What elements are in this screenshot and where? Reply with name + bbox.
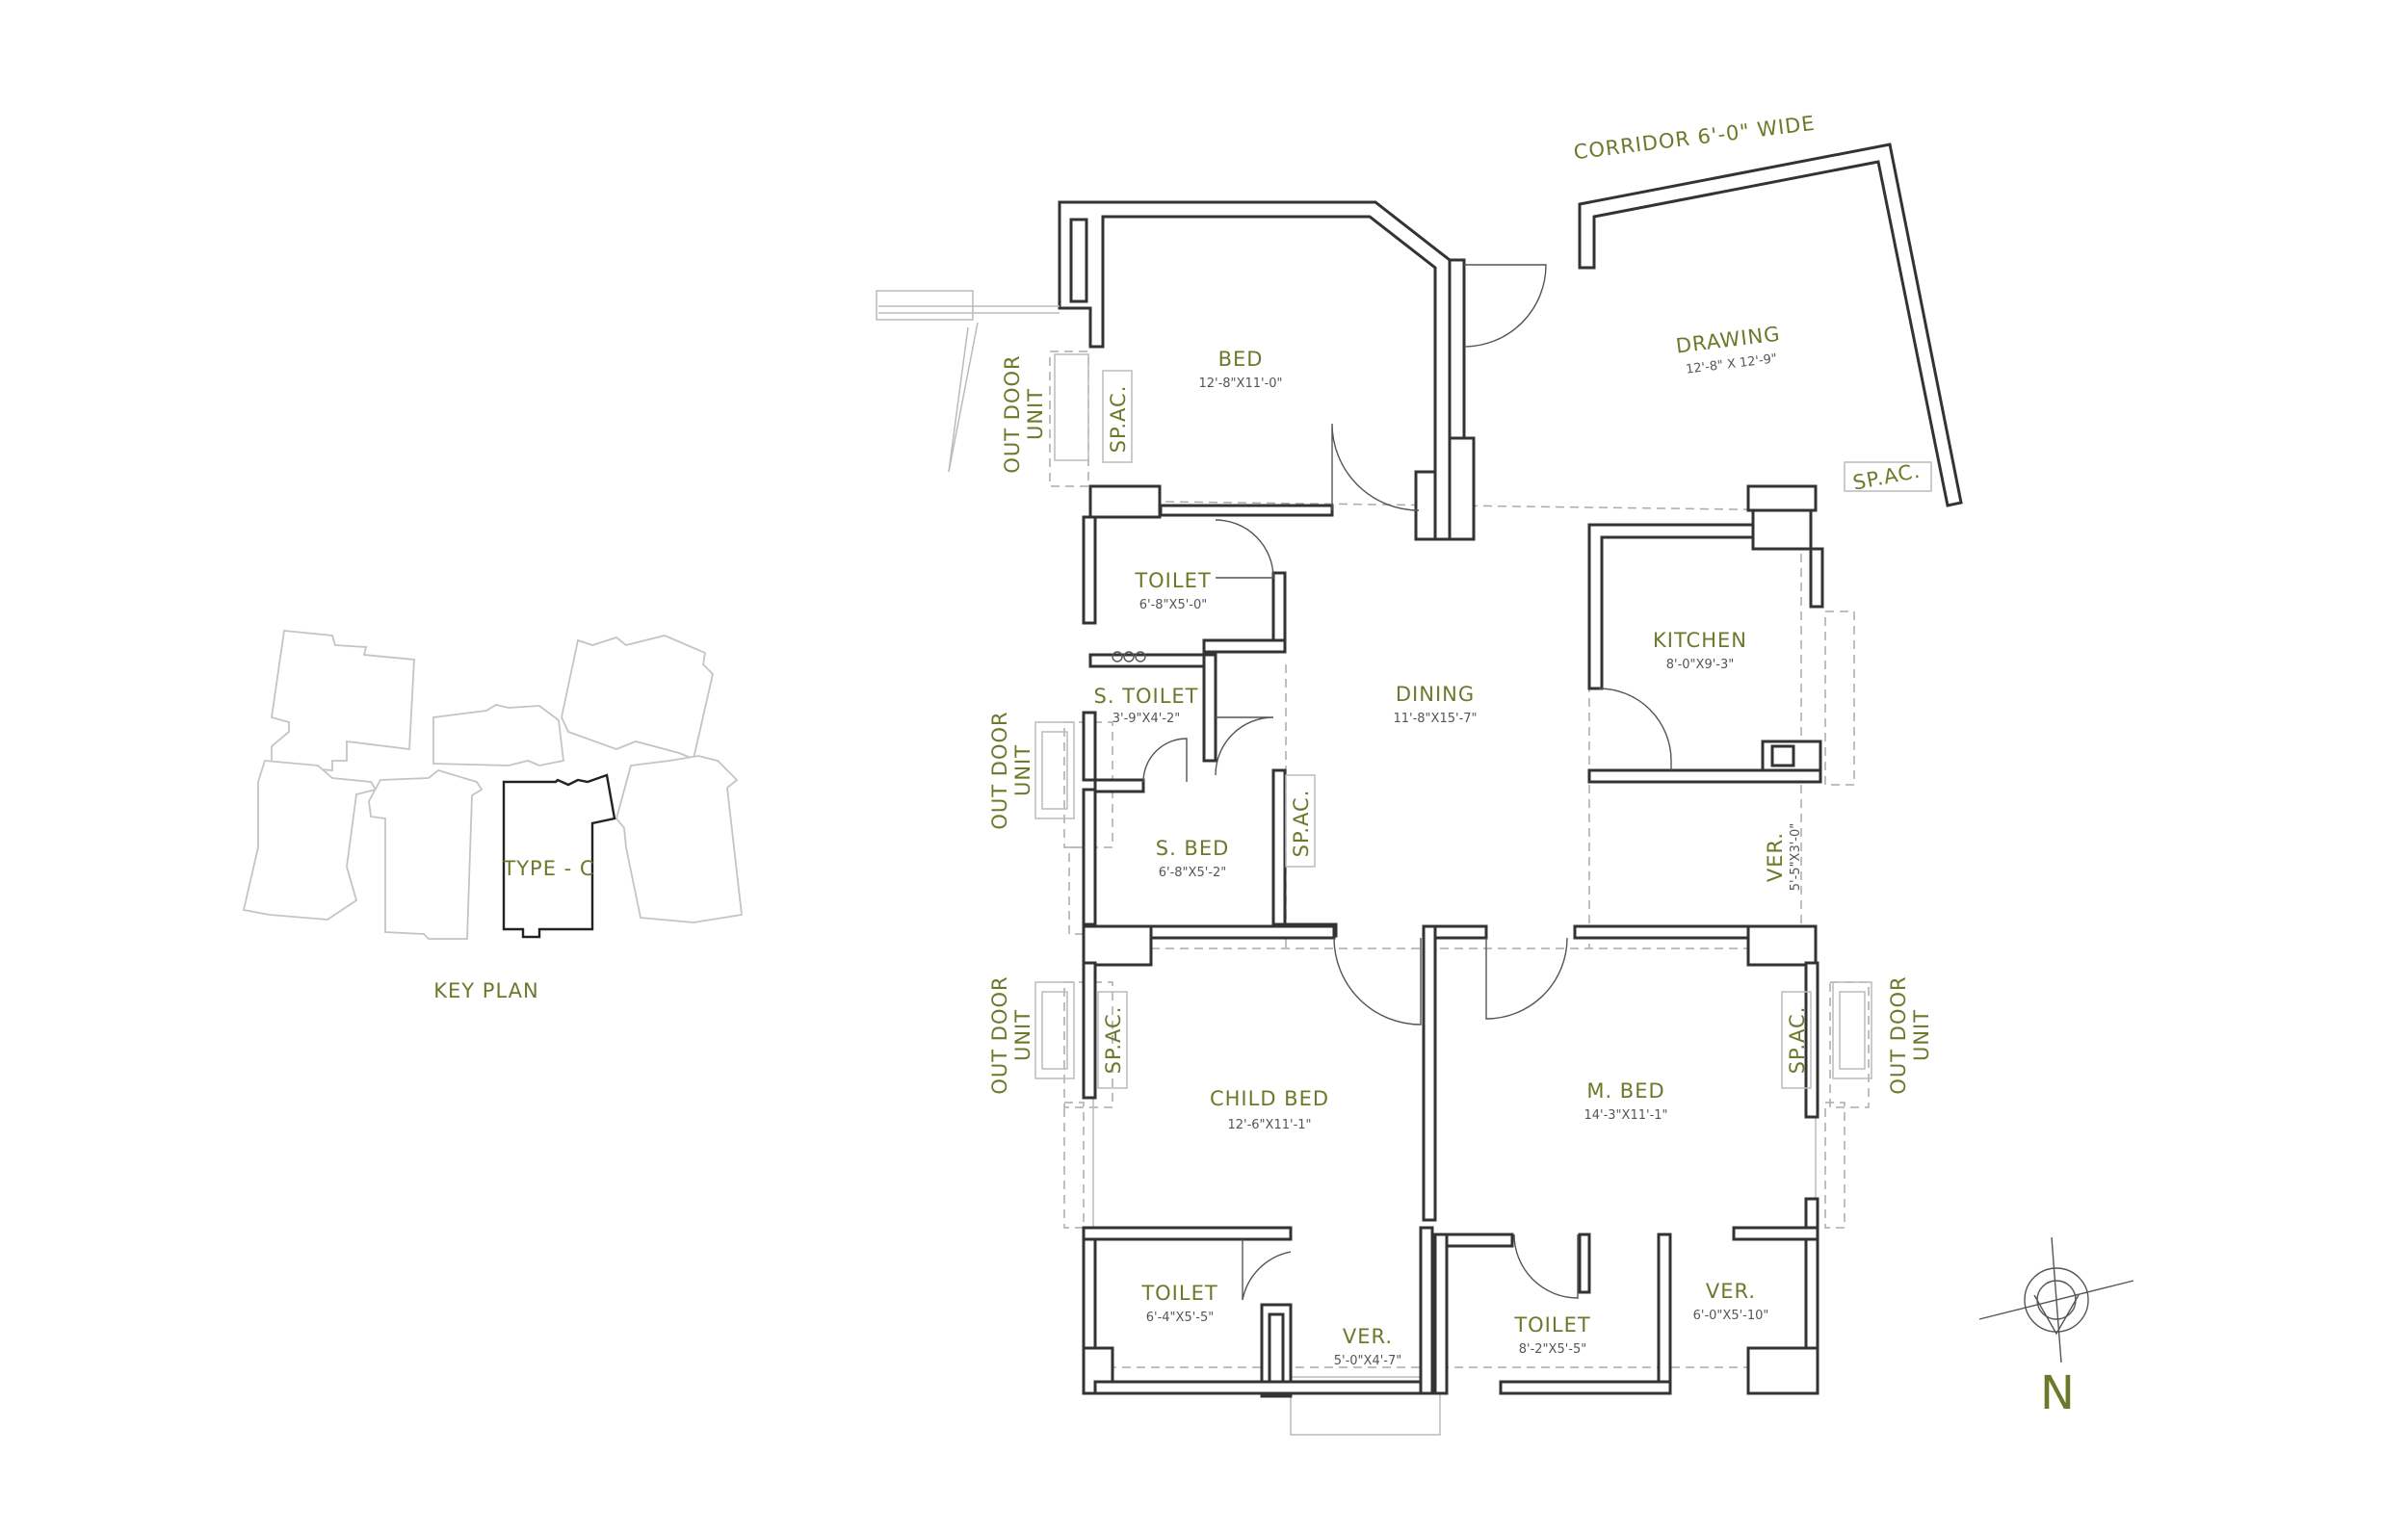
room-kitchen-name: KITCHEN [1653, 629, 1747, 652]
room-kitchen-dims: 8'-0"X9'-3" [1666, 658, 1734, 672]
room-bed-name: BED [1218, 348, 1264, 371]
room-toilet-1-dims: 6'-8"X5'-0" [1139, 598, 1207, 612]
sp-ac-label-bed: SP.AC. [1107, 385, 1130, 454]
room-drawing-dims: 12'-8" X 12'-9" [1685, 351, 1777, 377]
north-arrow: N [1978, 1236, 2134, 1420]
room-child-bed-dims: 12'-6"X11'-1" [1227, 1118, 1311, 1132]
key-building-2 [561, 635, 714, 761]
room-child-bed-name: CHILD BED [1210, 1087, 1329, 1110]
room-toilet-1-name: TOILET [1134, 569, 1211, 592]
room-toilet-2-dims: 6'-4"X5'-5" [1146, 1311, 1214, 1325]
outdoor-unit-2-line1: OUT DOOR [988, 711, 1011, 829]
room-toilet-2-name: TOILET [1140, 1282, 1217, 1305]
key-building-6 [615, 755, 743, 923]
sp-ac-label-s-bed: SP.AC. [1290, 790, 1313, 858]
key-building-3 [432, 704, 564, 766]
corridor-label: CORRIDOR 6'-0" WIDE [1572, 112, 1816, 165]
outdoor-unit-1-line2: UNIT [1024, 388, 1047, 440]
room-dining-name: DINING [1396, 683, 1475, 706]
room-ver-3-name: VER. [1706, 1280, 1756, 1303]
north-label: N [2040, 1366, 2075, 1420]
key-type-c-building [502, 773, 616, 939]
sp-ac-label-m-bed: SP.AC. [1786, 1006, 1809, 1075]
room-toilet-3-dims: 8'-2"X5'-5" [1519, 1342, 1586, 1357]
key-plan: TYPE - C KEY PLAN [242, 630, 743, 1002]
fixtures [1112, 651, 1146, 662]
key-building-1 [270, 630, 415, 771]
key-type-c-label: TYPE - C [502, 857, 594, 880]
outdoor-unit-1-line1: OUT DOOR [1001, 354, 1024, 473]
room-ver-1-dims: 5'-5"X3'-0" [1789, 823, 1803, 891]
sp-ac-label-child-bed: SP.AC. [1102, 1006, 1125, 1075]
key-building-4 [242, 760, 378, 921]
room-s-bed-dims: 6'-8"X5'-2" [1159, 866, 1226, 880]
room-s-bed-name: S. BED [1156, 837, 1230, 860]
room-bed-dims: 12'-8"X11'-0" [1198, 377, 1282, 391]
room-ver-1-name: VER. [1764, 832, 1787, 882]
room-ver-2-dims: 5'-0"X4'-7" [1334, 1354, 1401, 1368]
room-m-bed-name: M. BED [1586, 1079, 1664, 1103]
room-toilet-3-name: TOILET [1513, 1313, 1590, 1337]
room-ver-2-name: VER. [1343, 1325, 1393, 1348]
outdoor-unit-3-line2: UNIT [1011, 1009, 1034, 1061]
exterior-stubs [878, 305, 1060, 473]
walls [1058, 143, 1963, 1398]
room-s-toilet-dims: 3'-9"X4'-2" [1112, 712, 1180, 726]
outdoor-unit-3-line1: OUT DOOR [988, 975, 1011, 1094]
outdoor-unit-labels: OUT DOOR UNIT OUT DOOR UNIT OUT DOOR UNI… [988, 354, 1933, 1094]
exterior-line-left-top [876, 290, 974, 321]
window-frames [876, 290, 1870, 1436]
outdoor-unit-4-line2: UNIT [1910, 1009, 1933, 1061]
door-swings [1142, 264, 1672, 1301]
key-building-5 [368, 769, 484, 940]
outdoor-unit-2-line2: UNIT [1011, 744, 1034, 796]
room-ver-3-dims: 6'-0"X5'-10" [1693, 1309, 1769, 1323]
sp-ac-label-drawing: SP.AC. [1851, 459, 1923, 495]
room-m-bed-dims: 14'-3"X11'-1" [1584, 1108, 1667, 1123]
room-dining-dims: 11'-8"X15'-7" [1393, 712, 1477, 726]
key-plan-title: KEY PLAN [433, 979, 538, 1002]
room-s-toilet-name: S. TOILET [1093, 685, 1198, 708]
outdoor-unit-4-line1: OUT DOOR [1887, 975, 1910, 1094]
